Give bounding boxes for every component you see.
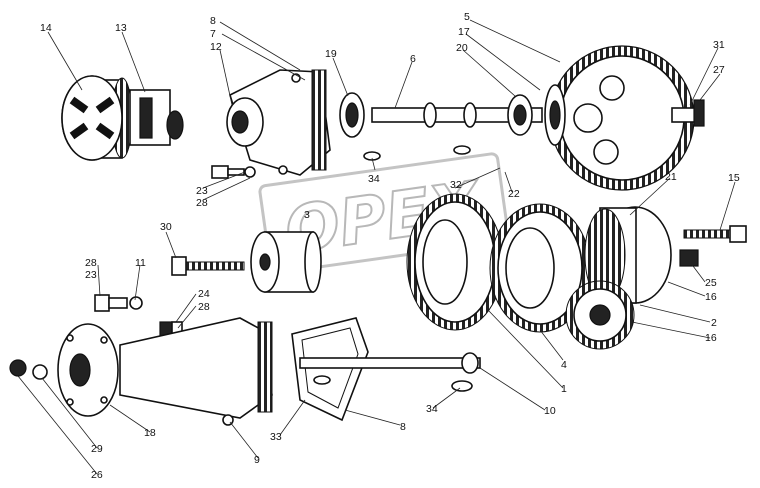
part-13-clutch (129, 89, 184, 146)
callout-21: 21 (665, 171, 677, 183)
callout-34-top: 34 (368, 173, 380, 185)
part-22-gear (406, 193, 504, 331)
part-2-small-gear (565, 280, 635, 350)
callout-7: 7 (210, 28, 216, 40)
callout-33: 33 (270, 431, 282, 443)
callout-labels: 14 13 8 7 12 19 6 5 17 20 31 27 34 23 28… (40, 11, 740, 481)
part-34-key (313, 145, 473, 392)
callout-32: 32 (450, 179, 462, 191)
callout-15: 15 (728, 172, 740, 184)
callout-19: 19 (325, 48, 337, 60)
callout-10: 10 (544, 405, 556, 417)
callout-12: 12 (210, 41, 222, 53)
callout-16-a: 16 (705, 291, 717, 303)
callout-8: 8 (210, 15, 216, 27)
callout-20: 20 (456, 42, 468, 54)
part-27-bolt (671, 99, 705, 127)
callout-14: 14 (40, 22, 52, 34)
callout-27: 27 (713, 64, 725, 76)
part-6-camshaft (339, 92, 543, 138)
callout-6: 6 (410, 53, 416, 65)
callout-3: 3 (304, 209, 310, 221)
callout-28-top: 28 (196, 197, 208, 209)
part-4-gear (489, 203, 591, 333)
part-14-fan-hub (61, 75, 133, 161)
part-33-gasket (291, 317, 369, 422)
part-5-large-gear (544, 45, 695, 191)
part-26-nut (9, 359, 48, 380)
callout-2: 2 (711, 317, 717, 329)
callout-25: 25 (705, 277, 717, 289)
callout-9: 9 (254, 454, 260, 466)
part-9-housing (119, 317, 273, 426)
callout-30: 30 (160, 221, 172, 233)
callout-22: 22 (508, 188, 520, 200)
callout-13: 13 (115, 22, 127, 34)
callout-5: 5 (464, 11, 470, 23)
callout-31: 31 (713, 39, 725, 51)
callout-17: 17 (458, 26, 470, 38)
callout-8-bottom: 8 (400, 421, 406, 433)
callout-11: 11 (135, 257, 146, 269)
callout-23-mid: 23 (85, 269, 97, 281)
callout-29: 29 (91, 443, 103, 455)
callout-28-low: 28 (198, 301, 210, 313)
part-15-bolt (679, 225, 747, 267)
callout-24: 24 (198, 288, 210, 300)
callout-28-mid: 28 (85, 257, 97, 269)
part-23-bolt (211, 165, 256, 179)
callout-4: 4 (561, 359, 567, 371)
callout-16-b: 16 (705, 332, 717, 344)
part-12-housing (226, 69, 331, 176)
callout-18: 18 (144, 427, 156, 439)
part-30-long-bolt (171, 256, 245, 276)
part-11-bolt (94, 294, 143, 312)
leader-lines (17, 19, 736, 475)
part-10-shaft (299, 352, 481, 374)
callout-23-top: 23 (196, 185, 208, 197)
part-3-bushing (250, 231, 322, 293)
part-18-flange (57, 323, 119, 417)
callout-34-bottom: 34 (426, 403, 438, 415)
callout-26: 26 (91, 469, 103, 481)
callout-1: 1 (561, 383, 567, 395)
